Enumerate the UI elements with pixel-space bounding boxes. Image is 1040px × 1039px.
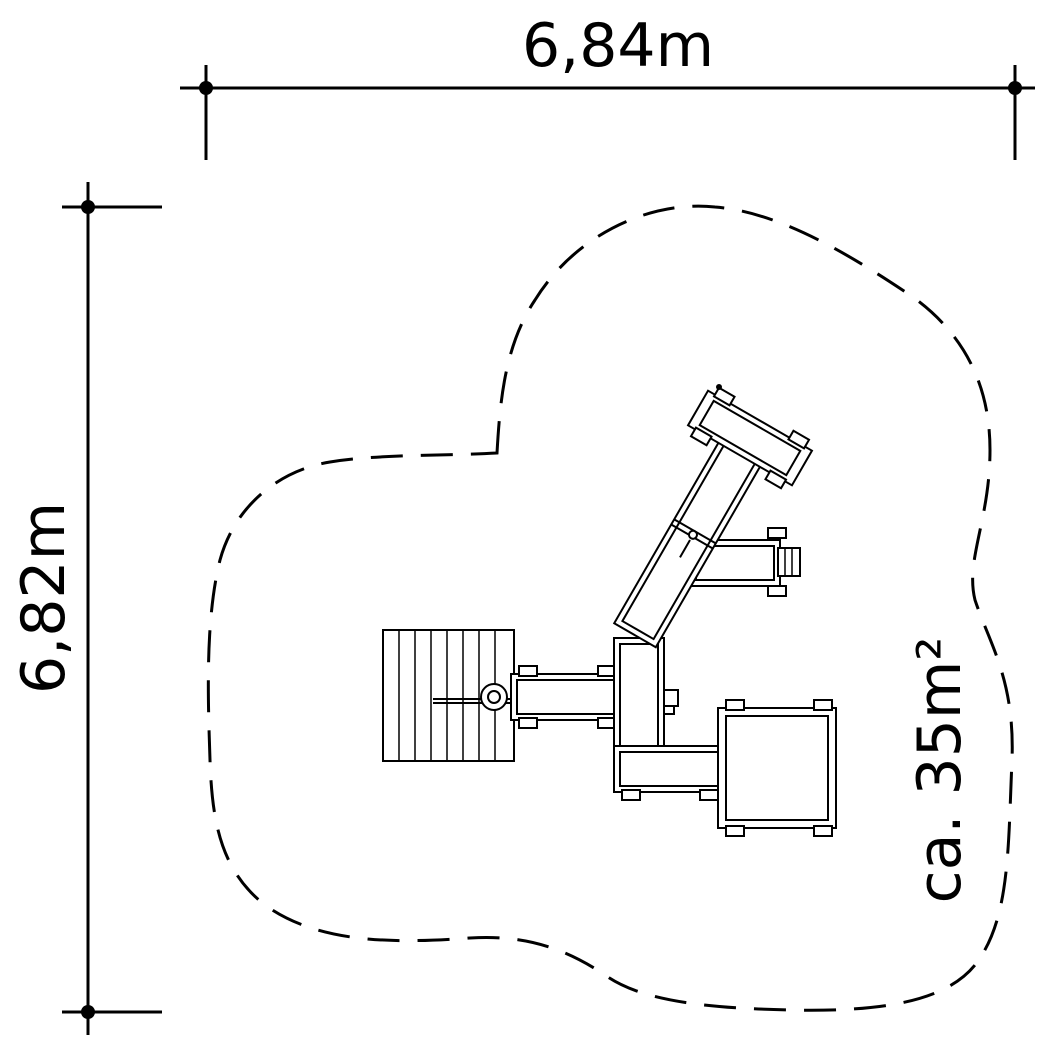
square-platform: [717, 699, 837, 837]
sand-deck-boards: [398, 630, 496, 761]
height-dimension-dot-bottom: [81, 1005, 95, 1019]
sand-deck: [382, 629, 515, 762]
height-label: 6,82m: [9, 502, 79, 694]
width-dimension-dot-left: [199, 81, 213, 95]
height-dimension-dot-top: [81, 200, 95, 214]
height-dimension: 6,82m: [9, 182, 162, 1035]
bridge-top-cap: [686, 386, 814, 490]
beam-lower: [613, 745, 733, 801]
width-label: 6,84m: [522, 11, 714, 81]
width-dimension-dot-right: [1008, 81, 1022, 95]
safety-area-outline: [206, 204, 1014, 1012]
play-structure: [382, 384, 837, 837]
diagonal-bridge: [612, 422, 773, 649]
beam-left: [510, 665, 630, 729]
area-label: ca. 35m²: [905, 637, 975, 904]
center-platform: [613, 637, 679, 757]
width-dimension: 6,84m: [180, 11, 1035, 160]
